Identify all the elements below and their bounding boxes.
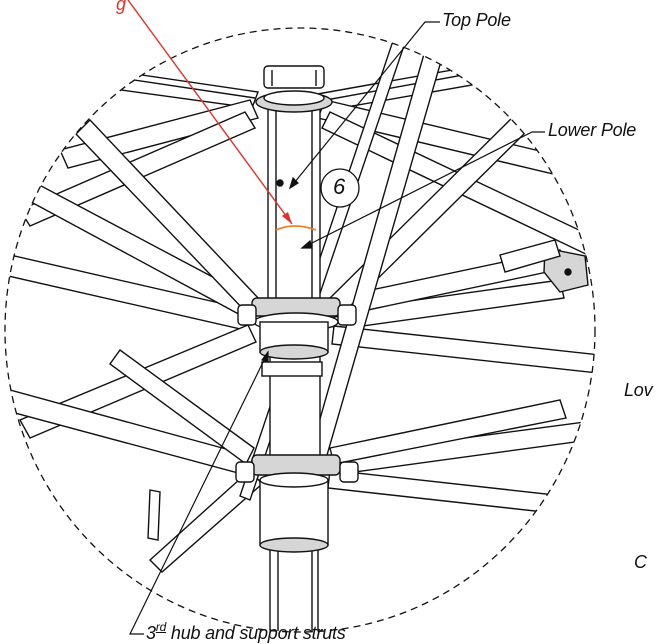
top-pole-label: Top Pole	[442, 10, 511, 30]
lower-struts	[5, 349, 595, 573]
detail-contents	[5, 28, 595, 632]
red-cut-label: g	[116, 0, 126, 14]
hub-middle	[237, 297, 357, 360]
lower-pole-cut-label: Lov	[624, 380, 653, 400]
right-corner-hub	[499, 239, 589, 293]
hub-top	[255, 65, 333, 113]
detail-circle	[4, 27, 596, 633]
step-callout-circle	[320, 168, 360, 208]
hub-lower	[235, 361, 359, 553]
step-number: 6	[333, 174, 346, 199]
hub-ordinal-suffix: rd	[155, 620, 167, 634]
red-leader-line	[127, 0, 293, 225]
hub-struts-label: 3rd hub and support struts	[146, 620, 346, 644]
hub-struts-text: hub and support struts	[166, 623, 346, 643]
leader-lines	[129, 21, 545, 635]
lower-pole-label: Lower Pole	[548, 120, 637, 140]
cut-label-c: C	[634, 552, 647, 572]
hub-ordinal-number: 3	[146, 623, 156, 643]
